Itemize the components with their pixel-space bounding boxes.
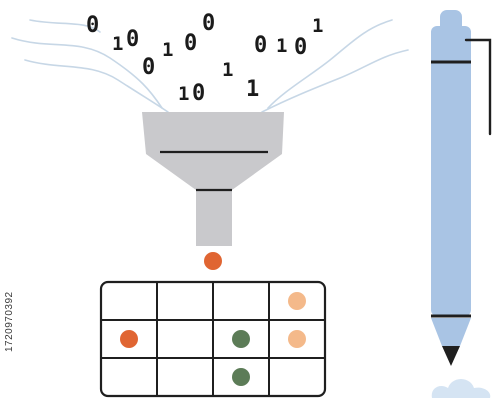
grid-dot — [288, 292, 306, 310]
pen-body — [431, 26, 471, 316]
stream-line-right-1 — [267, 19, 393, 109]
binary-digit: 1 — [162, 39, 173, 61]
stream-line-left-1 — [11, 37, 163, 109]
funnel-body — [142, 112, 284, 246]
pen-tip — [442, 346, 460, 366]
funnel — [142, 112, 284, 246]
grid-dot — [232, 330, 250, 348]
binary-digit: 0 — [86, 13, 99, 38]
binary-digit: 0 — [294, 35, 307, 60]
binary-digit: 0 — [192, 81, 205, 106]
data-grid — [99, 280, 327, 398]
binary-digit: 1 — [312, 15, 323, 37]
stream-line-left-2 — [24, 59, 169, 113]
binary-digit: 0 — [126, 27, 139, 52]
binary-digit: 1 — [246, 77, 259, 102]
pen-cone — [431, 318, 471, 346]
pen — [431, 10, 492, 366]
binary-digit: 1 — [112, 33, 123, 55]
stream-line-right-2 — [261, 49, 409, 113]
grid-dot — [120, 330, 138, 348]
data-stream-lines — [11, 19, 409, 113]
binary-digit: 1 — [276, 35, 287, 57]
binary-digit: 0 — [202, 11, 215, 36]
binary-digit: 1 — [178, 83, 189, 105]
binary-digit: 0 — [254, 33, 267, 58]
binary-digit: 0 — [184, 31, 197, 56]
grid-dot — [288, 330, 306, 348]
binary-digit: 0 — [142, 55, 155, 80]
falling-data-dot — [204, 252, 222, 270]
stock-id-text: 1720970392 — [4, 291, 15, 352]
pen-clip — [464, 38, 492, 136]
grid-dots — [120, 292, 306, 386]
binary-digits: 0 1 0 0 1 0 0 1 0 1 0 1 1 0 1 0 — [86, 11, 323, 106]
cloud — [431, 379, 491, 398]
grid-dot — [232, 368, 250, 386]
binary-digit: 1 — [222, 59, 233, 81]
pen-cap-top — [440, 10, 462, 34]
stream-line-left-3 — [29, 19, 101, 33]
